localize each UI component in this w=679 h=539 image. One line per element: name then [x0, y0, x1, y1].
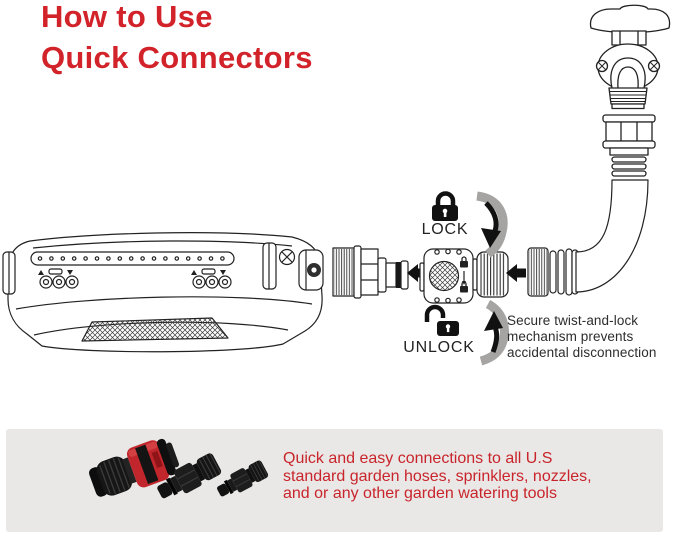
footer-line-2: standard garden hoses, sprinklers, nozzl…: [283, 467, 592, 485]
lock-icon: [432, 191, 458, 221]
sprinkler-base-mesh: [81, 317, 229, 342]
female-quick-connector-product-photo: [88, 438, 179, 497]
nozzle-cluster-right: [191, 268, 232, 289]
arrow-left-icon-2: [506, 264, 526, 282]
sprinkler-spray-tube: [30, 251, 235, 266]
connection-diagram: [2, 4, 671, 366]
mechanism-caption: Secure twist-and-lock mechanism prevents…: [507, 313, 679, 361]
oscillating-sprinkler-illustration: [2, 232, 324, 353]
small-male-adapter-product-photo: [213, 458, 271, 502]
unlock-label: UNLOCK: [403, 339, 475, 356]
male-adapter-illustration: [332, 245, 409, 299]
mini-lock-indicator-icons: [460, 256, 468, 293]
caption-line-2: mechanism prevents: [507, 329, 634, 344]
lock-label: LOCK: [421, 221, 469, 238]
title-line-1: How to Use: [41, 0, 213, 34]
footer-line-1: Quick and easy connections to all U.S: [283, 450, 553, 467]
sprinkler-left-endcap: [2, 251, 16, 295]
quick-connector-illustration: [419, 248, 509, 304]
unlock-icon: [424, 304, 459, 336]
footer-text: Quick and easy connections to all U.S st…: [283, 450, 592, 503]
rotate-clockwise-arrow-icon: [476, 191, 508, 258]
page-title: How to Use Quick Connectors: [41, 0, 313, 78]
nozzle-cluster-left: [38, 268, 79, 289]
footer-line-3: and or any other garden watering tools: [283, 485, 557, 502]
rotate-counterclockwise-arrow-icon: [479, 300, 509, 366]
footer-band: Quick and easy connections to all U.S st…: [6, 429, 663, 532]
title-line-2: Quick Connectors: [41, 40, 313, 75]
sprinkler-hose-inlet: [262, 242, 324, 291]
caption-line-1: Secure twist-and-lock: [507, 313, 639, 328]
outdoor-faucet-illustration: [589, 4, 671, 177]
product-photos: [88, 438, 271, 506]
garden-hose-illustration: [527, 179, 649, 297]
twist-lock-collar: [472, 251, 509, 298]
caption-line-3: accidental disconnection: [507, 345, 657, 360]
